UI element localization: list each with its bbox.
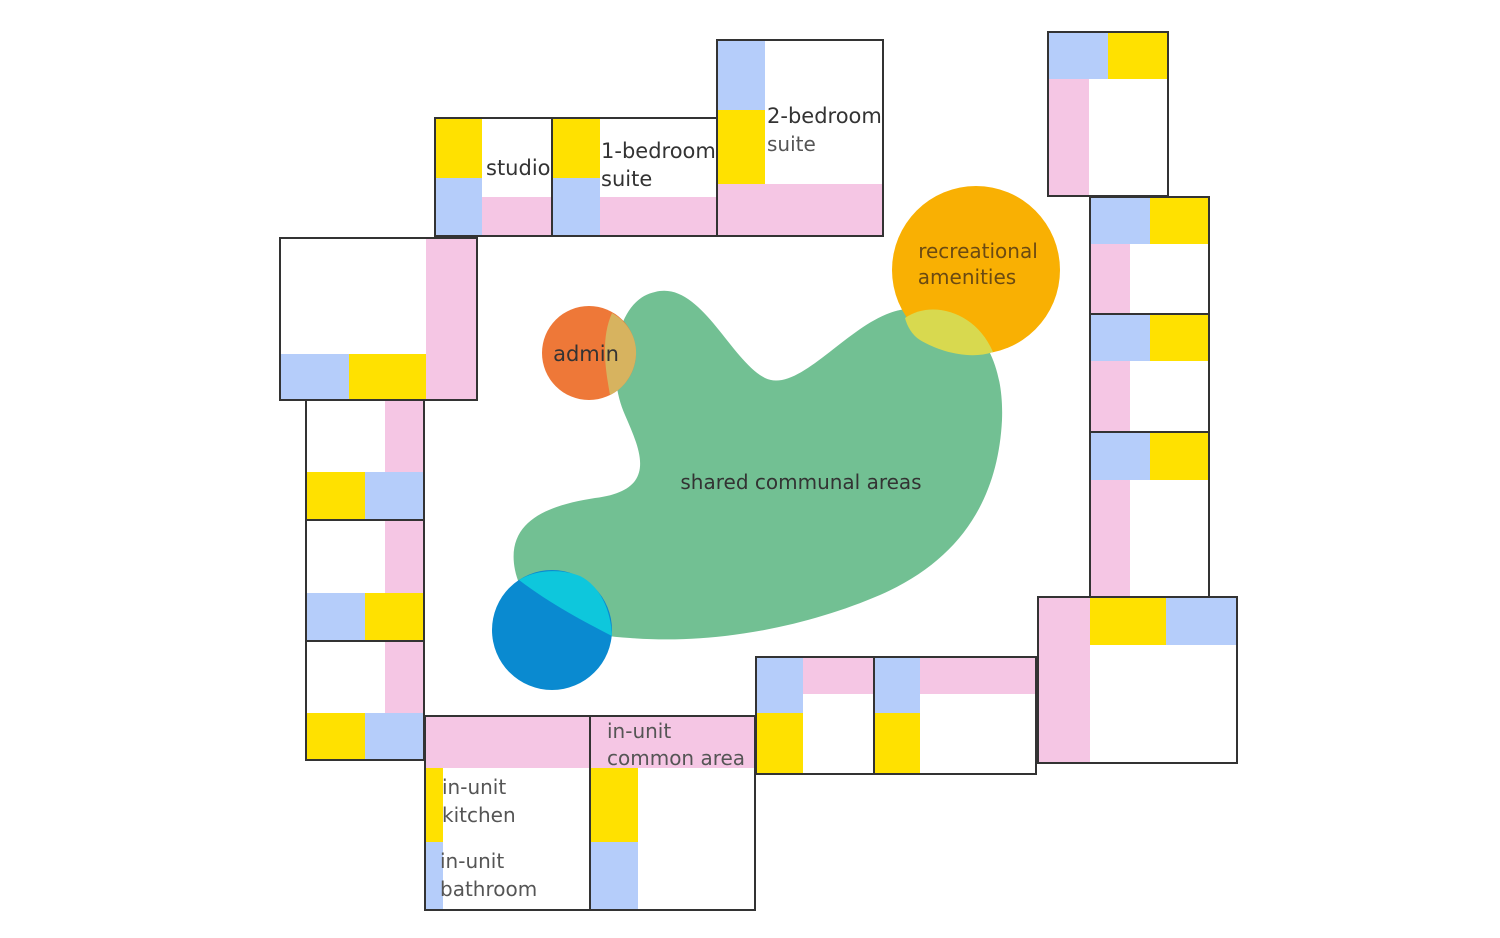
unit-bottom-middle-1 <box>755 656 875 775</box>
unit-bottom-middle-2 <box>873 656 1037 775</box>
label-recreational-line2: amenities <box>918 265 1016 289</box>
label-2-bedroom-line1: 2-bedroom <box>767 104 882 128</box>
recreational-overlap <box>905 309 993 356</box>
label-recreational-line1: recreational <box>918 239 1038 263</box>
label-bathroom-line2: bathroom <box>440 877 537 901</box>
label-bathroom-line1: in-unit <box>440 849 504 873</box>
label-2-bedroom-line2: suite <box>767 132 816 156</box>
label-studio: studio <box>486 156 551 180</box>
label-common-area-line1: in-unit <box>607 719 671 743</box>
label-admin: admin <box>553 342 619 366</box>
unit-right-3 <box>1089 431 1210 598</box>
unit-bottom-right <box>1037 596 1238 764</box>
label-kitchen-line2: kitchen <box>442 803 516 827</box>
unit-2-bedroom-suite <box>716 39 884 237</box>
admin-overlap <box>604 313 637 395</box>
label-shared-communal-areas: shared communal areas <box>680 470 921 494</box>
unit-studio <box>434 117 553 237</box>
unit-right-2 <box>1089 313 1210 433</box>
unit-left-large <box>279 237 478 401</box>
label-1-bedroom-line2: suite <box>601 167 652 191</box>
communal-zone <box>492 186 1060 690</box>
unit-left-3 <box>305 640 425 761</box>
label-1-bedroom-line1: 1-bedroom <box>601 139 716 163</box>
unit-left-2 <box>305 519 425 642</box>
unit-1-bedroom-suite <box>551 117 718 237</box>
label-common-area-line2: common area <box>607 746 745 770</box>
unit-top-right <box>1047 31 1169 197</box>
label-kitchen-line1: in-unit <box>442 775 506 799</box>
unit-bottom-left-legend <box>424 715 756 911</box>
unit-right-1 <box>1089 196 1210 315</box>
shared-communal-area-blob <box>513 290 1003 640</box>
blue-overlap <box>519 571 612 636</box>
unit-left-1 <box>305 399 425 521</box>
